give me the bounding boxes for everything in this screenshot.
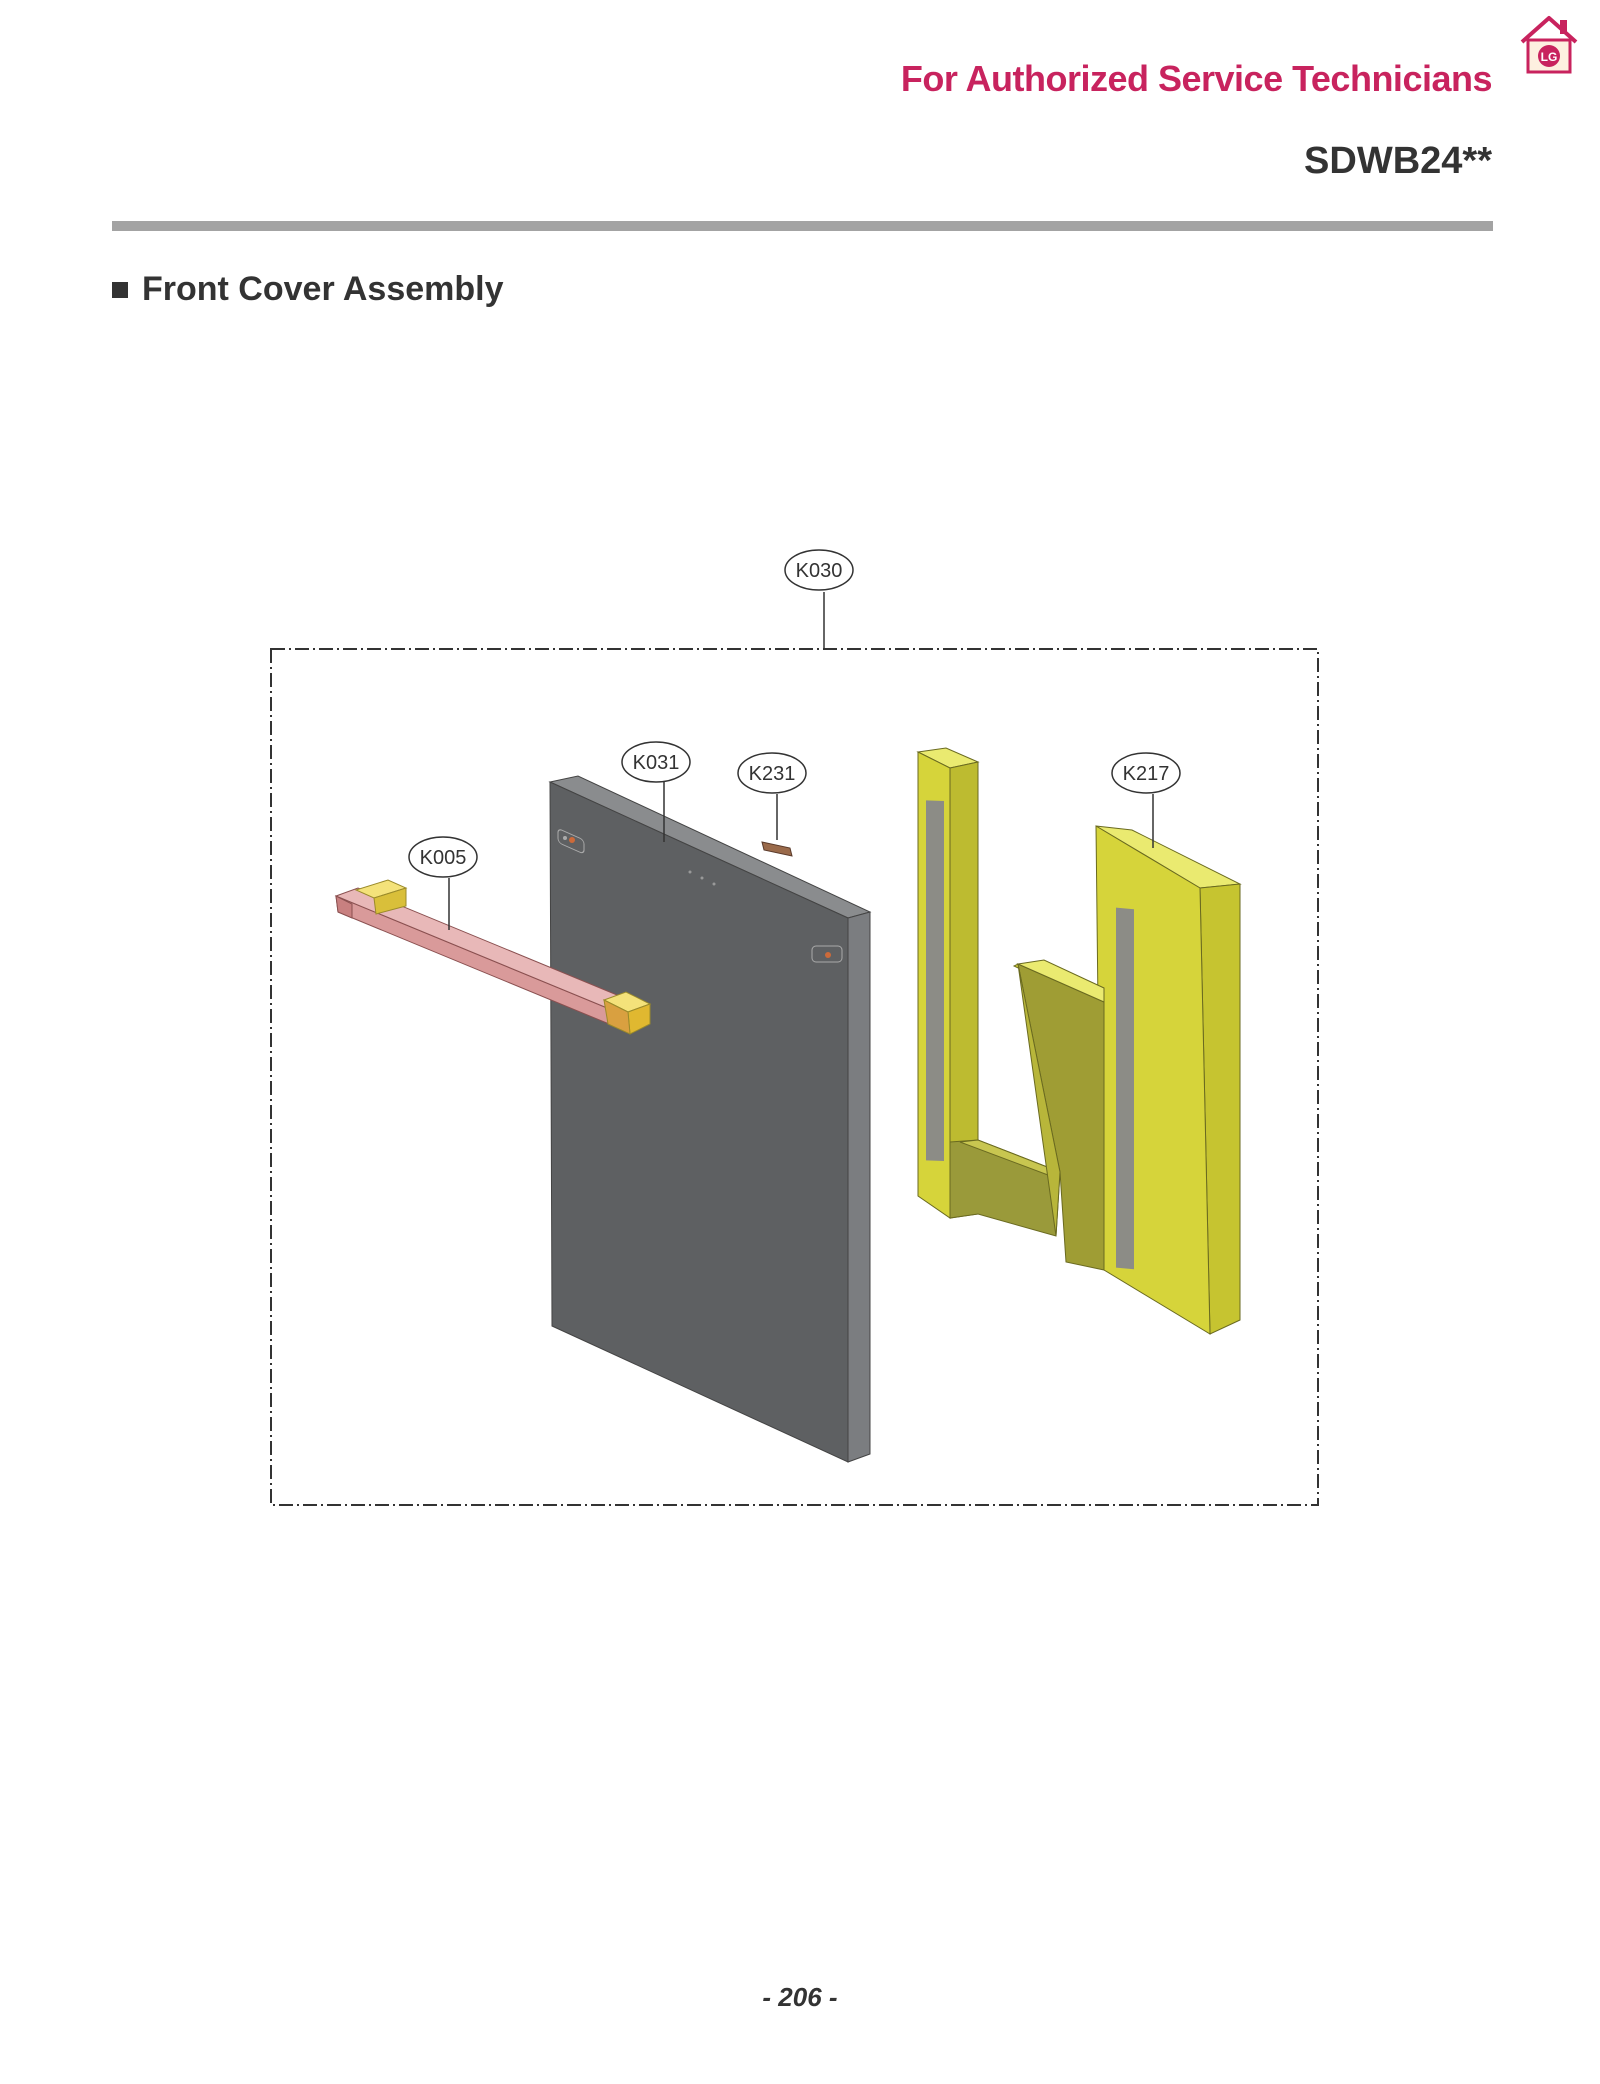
callout-k231	[737, 752, 807, 794]
callout-k217-label: K217	[1123, 763, 1170, 785]
callout-k030	[784, 549, 854, 591]
door-panel-part	[548, 775, 872, 1463]
callout-k031-label: K031	[633, 752, 680, 774]
callout-k005	[408, 836, 478, 878]
frame-part	[916, 747, 1242, 1335]
callout-k031	[621, 741, 691, 783]
assembly-boundary	[270, 648, 1319, 1506]
callout-k030-label: K030	[796, 560, 843, 582]
small-part	[761, 841, 793, 857]
service-header-title: For Authorized Service Technicians	[900, 58, 1493, 99]
callout-k231-label: K231	[749, 763, 796, 785]
lg-home-icon[interactable]: LG	[1516, 12, 1582, 78]
model-number: SDWB24**	[1304, 140, 1492, 182]
lg-logo-text: LG	[1541, 50, 1558, 64]
section-title-text: Front Cover Assembly	[142, 270, 504, 308]
callout-k217	[1111, 752, 1181, 794]
page-number: - 206 -	[762, 1982, 838, 2012]
handle-part	[334, 879, 652, 1035]
callout-k005-label: K005	[420, 847, 467, 869]
header-divider	[112, 221, 1493, 231]
section-heading: Front Cover Assembly	[112, 270, 504, 309]
square-bullet-icon	[112, 281, 128, 298]
